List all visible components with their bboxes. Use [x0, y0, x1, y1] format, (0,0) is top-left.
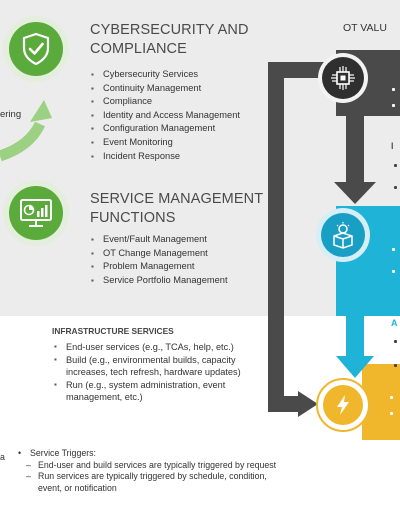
gold-block-bullet: [390, 396, 393, 399]
footnote: • Service Triggers: End-user and build s…: [18, 448, 276, 494]
dark-arrow-shaft: [346, 110, 364, 186]
dark-arrow-head: [334, 182, 376, 204]
cyber-list: Cybersecurity Services Continuity Manage…: [90, 68, 240, 163]
feedback-loop-line: [268, 62, 336, 412]
gray-area-bullet: [394, 186, 397, 189]
chip-circle: [318, 53, 368, 103]
list-item: Compliance: [90, 95, 240, 109]
list-item: Configuration Management: [90, 122, 240, 136]
list-item: Continuity Management: [90, 82, 240, 96]
footnote-left-fragment: a: [0, 452, 5, 462]
list-item: Event Monitoring: [90, 136, 240, 150]
footnote-heading: Service Triggers:: [30, 448, 96, 458]
shield-check-icon: [22, 32, 50, 66]
cyan-arrow-shaft: [346, 300, 364, 362]
white-area-bullet: [394, 364, 397, 367]
list-item: OT Change Management: [90, 247, 228, 261]
ot-value-title: OT VALU: [343, 22, 387, 34]
infra-list: End-user services (e.g., TCAs, help, etc…: [54, 341, 241, 404]
lightbulb-circle: [316, 208, 370, 262]
footnote-line: event, or notification: [38, 482, 117, 493]
infra-line: management, etc.): [66, 392, 143, 403]
infra-line: End-user services (e.g., TCAs, help, etc…: [66, 342, 234, 352]
list-item: Incident Response: [90, 150, 240, 164]
cyber-icon-circle: [3, 16, 69, 82]
list-item: End-user services (e.g., TCAs, help, etc…: [54, 341, 241, 354]
cyber-title-line1: CYBERSECURITY AND: [90, 22, 249, 38]
cyan-arrow-head: [336, 356, 374, 378]
footnote-heading-row: • Service Triggers:: [18, 448, 276, 460]
list-item: Cybersecurity Services: [90, 68, 240, 82]
service-title-line2: FUNCTIONS: [90, 210, 176, 226]
list-item: Identity and Access Management: [90, 109, 240, 123]
gray-area-bullet: [394, 164, 397, 167]
lightning-icon: [337, 395, 349, 415]
cyan-block-bullet: [392, 270, 395, 273]
service-title-line1: SERVICE MANAGEMENT: [90, 191, 264, 207]
cyber-title: CYBERSECURITY AND COMPLIANCE: [90, 21, 249, 59]
list-item: Event/Fault Management: [90, 233, 228, 247]
service-icon-circle: [3, 180, 69, 246]
right-label-i: I: [391, 141, 394, 151]
green-curved-arrow: [0, 121, 46, 162]
service-title: SERVICE MANAGEMENT FUNCTIONS: [90, 190, 263, 228]
lightning-circle: [316, 378, 370, 432]
infra-line: Run (e.g., system administration, event: [66, 379, 226, 390]
list-item: Build (e.g., environmental builds, capac…: [54, 354, 241, 379]
footnote-bullet: •: [18, 448, 22, 458]
list-item: Problem Management: [90, 260, 228, 274]
white-area-bullet: [394, 340, 397, 343]
infra-line: Build (e.g., environmental builds, capac…: [66, 354, 236, 365]
infra-line: increases, tech refresh, hardware update…: [66, 367, 241, 378]
left-cut-label: ering: [0, 109, 22, 120]
cyan-block-bullet: [392, 248, 395, 251]
dark-block-bullet: [392, 88, 395, 91]
service-list: Event/Fault Management OT Change Managem…: [90, 233, 228, 287]
lightbulb-box-icon: [333, 222, 353, 249]
feedback-loop-arrowhead: [298, 391, 318, 417]
footnote-line: Run services are typically triggered by …: [18, 471, 276, 483]
gold-block-bullet: [390, 412, 393, 415]
dark-block-bullet: [392, 104, 395, 107]
right-label-a: A: [391, 318, 398, 328]
dashboard-monitor-icon: [20, 199, 52, 227]
circuit-chip-icon: [331, 66, 355, 90]
green-curved-arrowhead: [30, 100, 52, 122]
list-item: Service Portfolio Management: [90, 274, 228, 288]
infra-title: INFRASTRUCTURE SERVICES: [52, 326, 174, 336]
cyber-title-line2: COMPLIANCE: [90, 41, 187, 57]
list-item: Run (e.g., system administration, event …: [54, 379, 241, 404]
footnote-line: End-user and build services are typicall…: [18, 460, 276, 472]
